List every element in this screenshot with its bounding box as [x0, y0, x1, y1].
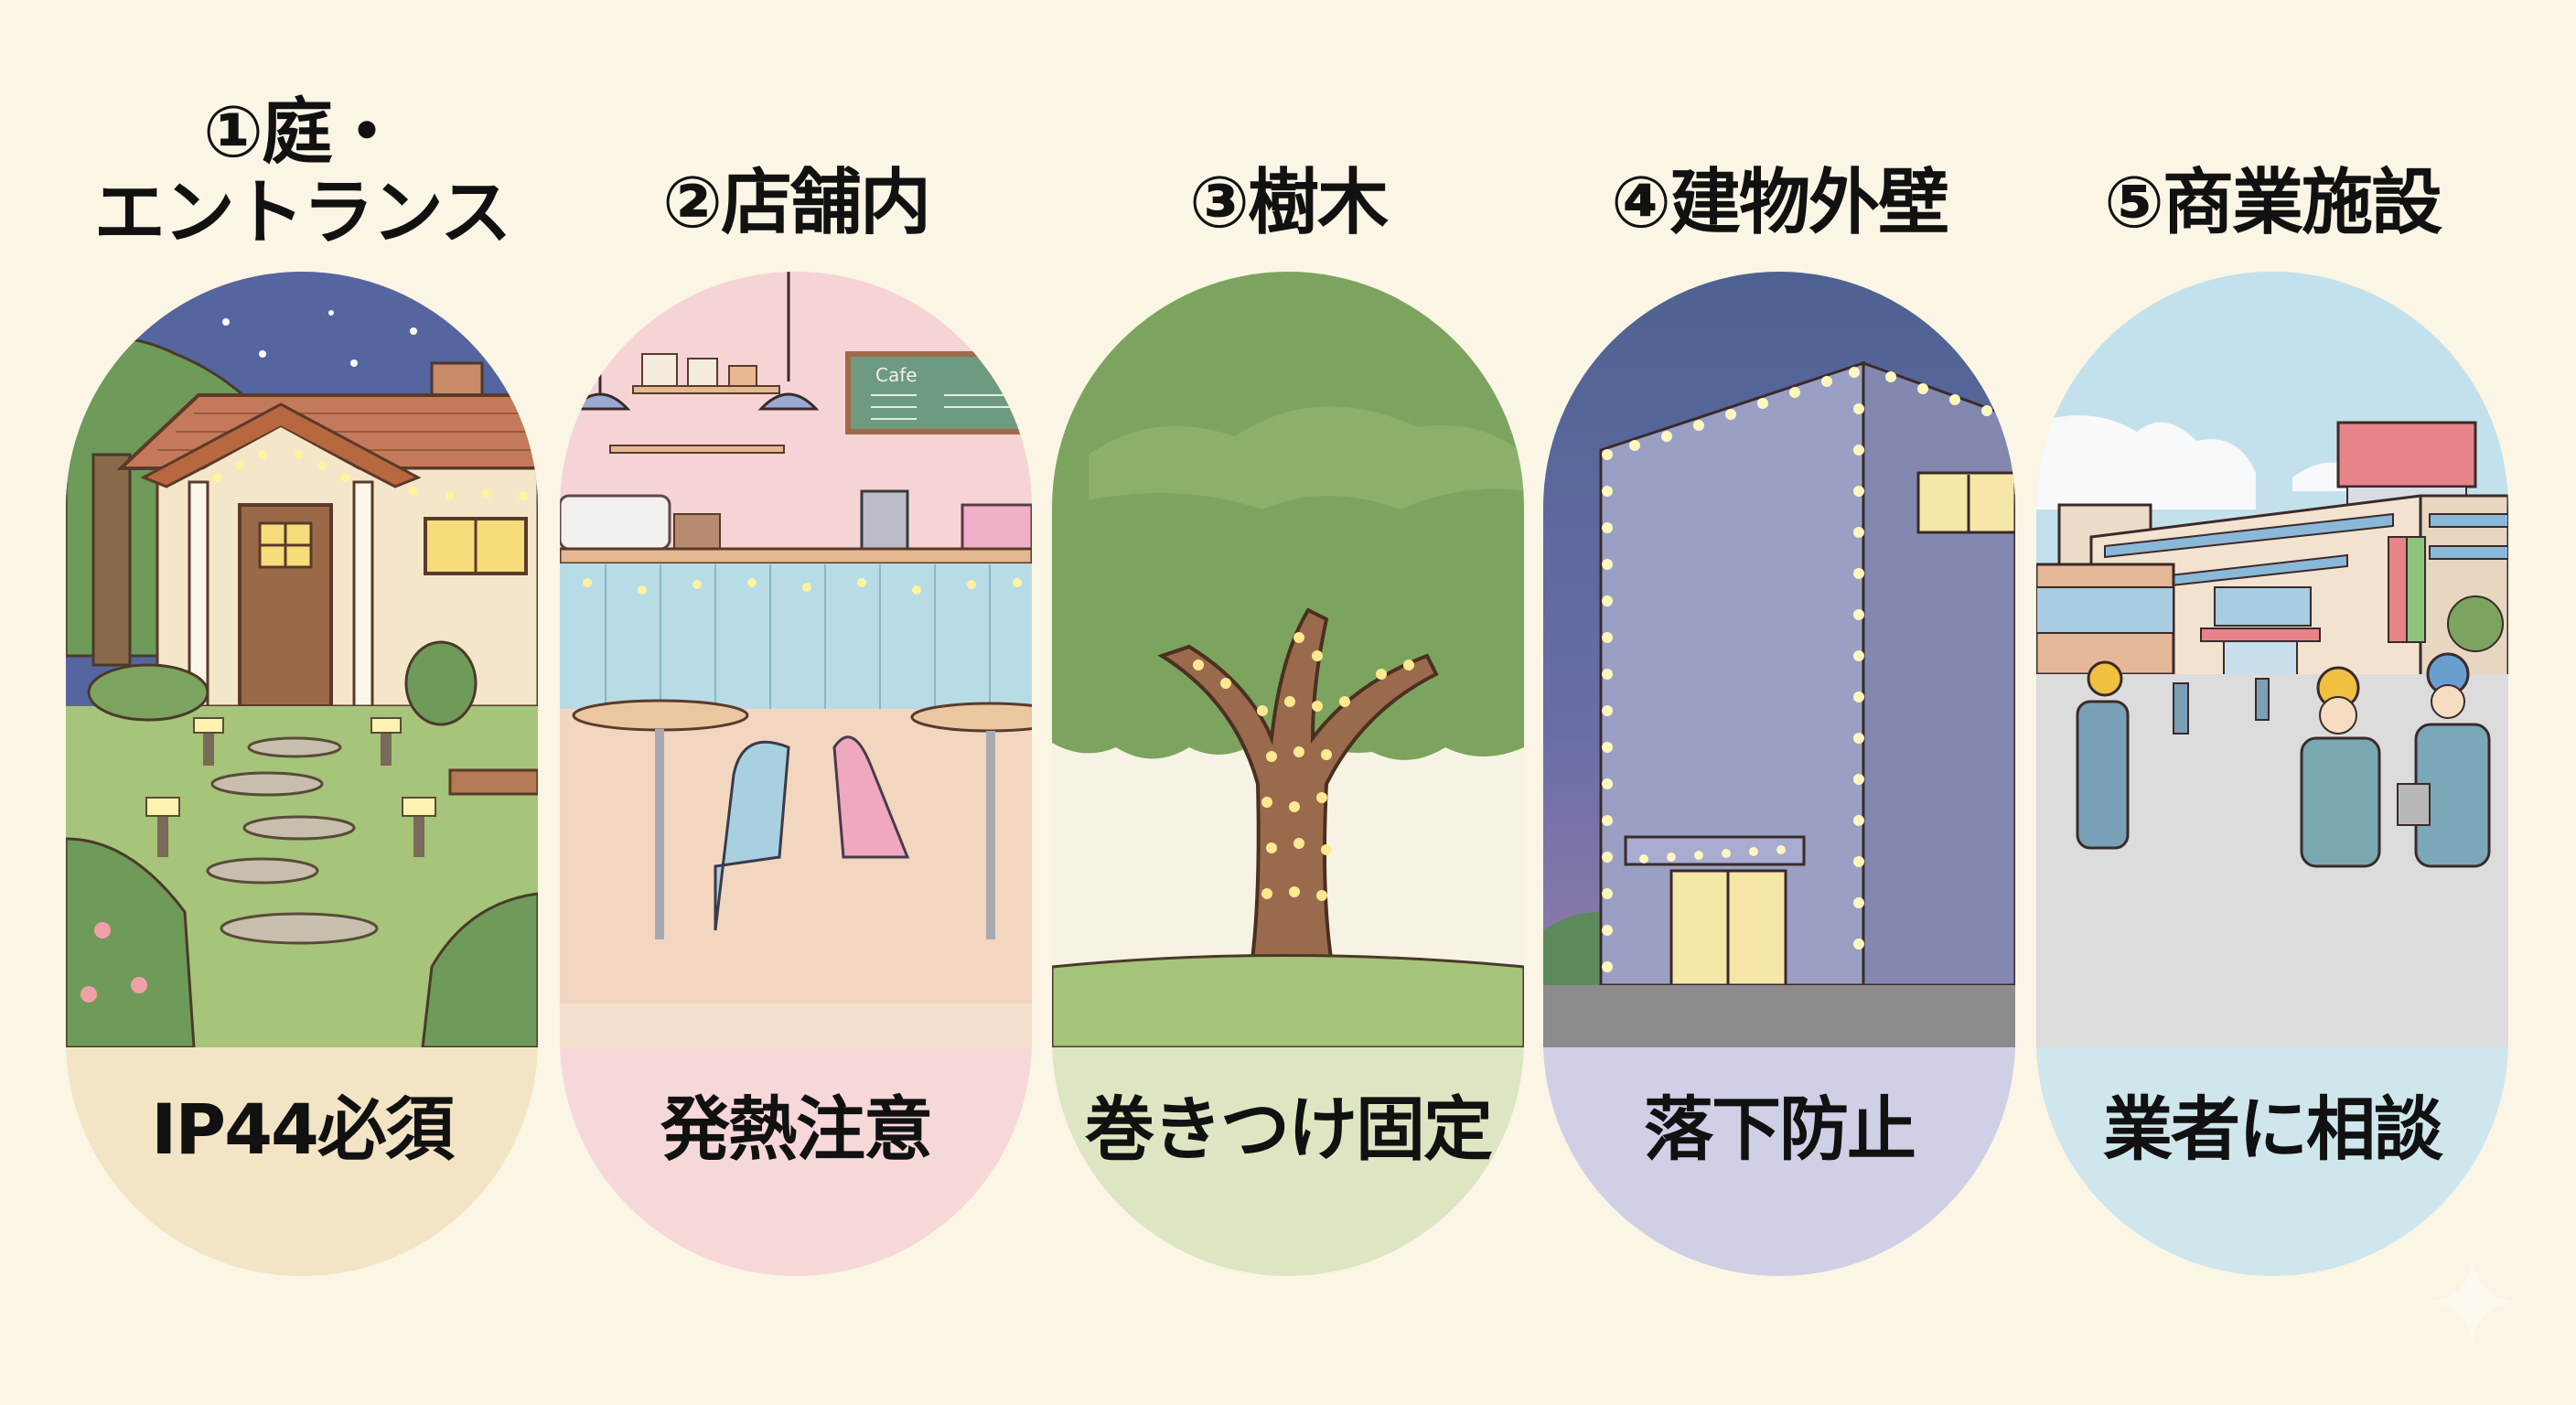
label-text: 業者に相談	[2103, 1089, 2443, 1170]
heading-store-interior: ②店舗内	[540, 167, 1052, 239]
heading-trees: ③樹木	[1032, 167, 1544, 239]
label-wrap-and-secure: 巻きつけ固定	[1052, 1047, 1524, 1276]
card-building-exterior: 落下防止	[1543, 272, 2015, 1276]
chalkboard-text: Cafe	[875, 364, 918, 386]
heading-line: ④建物外壁	[1610, 162, 1949, 244]
label-heat-caution: 発熱注意	[560, 1047, 1032, 1276]
label-text: IP44必須	[151, 1089, 455, 1170]
heading-line: ②店舗内	[661, 162, 931, 244]
string-light-dots	[1602, 367, 1992, 972]
heading-building-exterior: ④建物外壁	[1523, 167, 2035, 239]
worker-icons	[2076, 652, 2491, 868]
label-fall-prevention: 落下防止	[1543, 1047, 2015, 1276]
label-consult-contractor: 業者に相談	[2036, 1047, 2508, 1276]
card-commercial-facility: 業者に相談	[2036, 272, 2508, 1276]
sparkle-icon	[2430, 1259, 2516, 1345]
card-garden-entrance: IP44必須	[66, 272, 538, 1276]
label-text: 落下防止	[1644, 1089, 1916, 1170]
house-garden-illustration	[66, 272, 538, 1047]
heading-line: ③樹木	[1188, 162, 1389, 244]
heading-commercial-facility: ⑤商業施設	[2016, 167, 2528, 239]
cafe-interior-illustration: Cafe	[560, 272, 1032, 1047]
heading-line: ①庭・	[202, 91, 402, 174]
heading-garden-entrance: ①庭・ エントランス	[46, 97, 558, 249]
commercial-facility-illustration	[2036, 272, 2508, 1047]
label-text: 巻きつけ固定	[1085, 1089, 1493, 1170]
building-wall-illustration	[1543, 272, 2015, 1047]
heading-line: ⑤商業施設	[2103, 162, 2442, 244]
star-icons	[222, 310, 417, 367]
label-ip44-required: IP44必須	[66, 1047, 538, 1276]
card-store-interior: Cafe 発熱注意	[560, 272, 1032, 1276]
solar-lamp-icons	[145, 717, 436, 857]
card-trees: 巻きつけ固定	[1052, 272, 1524, 1276]
label-text: 発熱注意	[660, 1089, 933, 1170]
heading-line: エントランス	[93, 172, 511, 254]
tree-illustration	[1052, 272, 1524, 1047]
